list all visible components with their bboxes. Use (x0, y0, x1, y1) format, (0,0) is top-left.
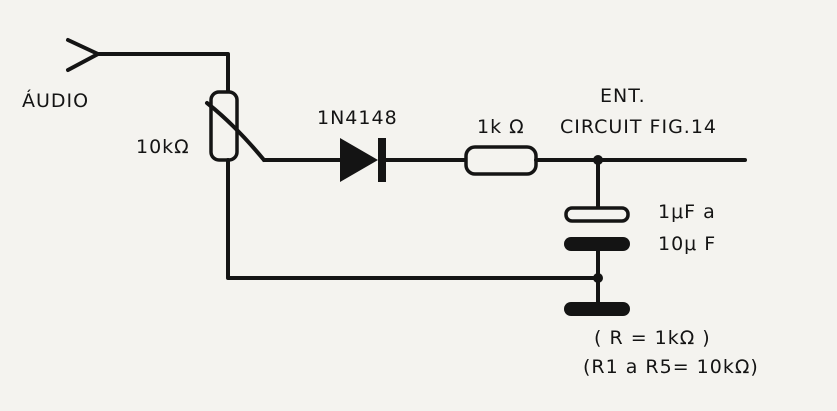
label-resistor: 1k Ω (477, 116, 525, 138)
ground-plate (564, 302, 630, 316)
label-potentiometer: 10kΩ (136, 136, 190, 158)
label-output-line1: ENT. (600, 85, 646, 107)
label-diode: 1N4148 (317, 107, 398, 129)
potentiometer-10k (205, 90, 266, 162)
capacitor (564, 206, 630, 251)
diode-1n4148 (340, 138, 386, 182)
wire-input-to-pot (96, 52, 230, 94)
label-audio-input: ÁUDIO (22, 90, 90, 112)
label-note-line1: ( R = 1kΩ ) (594, 327, 711, 349)
label-capacitor-line2: 10μ F (658, 233, 717, 255)
label-output-line2: CIRCUIT FIG.14 (560, 116, 718, 138)
audio-input-jack (66, 38, 100, 72)
wire-ground-return (226, 158, 600, 280)
resistor-1k (464, 145, 538, 176)
label-note-line2: (R1 a R5= 10kΩ) (583, 356, 759, 378)
junction-node-bottom (593, 273, 603, 283)
label-capacitor-line1: 1μF a (658, 201, 716, 223)
